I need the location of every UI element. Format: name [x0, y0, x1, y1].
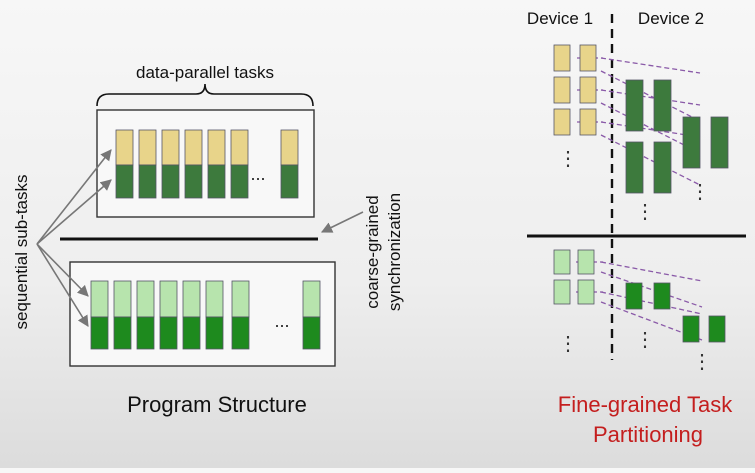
device1-task	[553, 76, 571, 104]
task-bar-top	[115, 129, 134, 166]
task-bar-bottom	[115, 164, 134, 199]
fine-grained-caption-line2: Partitioning	[593, 422, 703, 447]
lower-task-box	[69, 261, 336, 367]
subtask-arrow	[36, 179, 112, 245]
task-bar-bottom	[90, 316, 109, 350]
vertical-ellipsis: ⋮	[692, 351, 712, 373]
device2-task	[625, 282, 643, 310]
device1-task	[579, 108, 597, 136]
task-bar-bottom	[230, 164, 249, 199]
device-partition-upper	[553, 44, 729, 194]
task-bar-bottom	[161, 164, 180, 199]
task-bar-bottom	[207, 164, 226, 199]
device1-task	[577, 249, 595, 275]
task-bar-bottom	[113, 316, 132, 350]
device1-task	[553, 44, 571, 72]
task-bar-top	[184, 129, 203, 166]
device1-task	[553, 108, 571, 136]
upper-ellipsis: ...	[250, 164, 265, 184]
task-bar-bottom	[280, 164, 299, 199]
brace-label: data-parallel tasks	[136, 63, 274, 82]
subtask-arrows	[36, 149, 112, 327]
task-bar-top	[207, 129, 226, 166]
subtask-arrow	[36, 243, 89, 297]
device2-task	[653, 141, 672, 194]
task-bar-top	[159, 280, 178, 318]
vertical-ellipsis: ⋮	[690, 181, 710, 203]
vertical-ellipsis: ⋮	[635, 201, 655, 223]
lower-task-bars	[90, 280, 321, 350]
dashed-link	[600, 271, 703, 308]
device-partition-lower	[553, 249, 726, 343]
vertical-ellipsis: ⋮	[635, 329, 655, 351]
subtask-arrow	[36, 243, 89, 327]
dashed-link	[600, 291, 703, 315]
task-bar-top	[138, 129, 157, 166]
sync-label-line1: coarse-grained	[363, 195, 382, 308]
task-bar-top	[182, 280, 201, 318]
device2-task	[710, 116, 729, 169]
device1-label: Device 1	[527, 9, 593, 28]
dashed-link	[600, 57, 701, 74]
dashed-link	[600, 134, 701, 186]
task-bar-bottom	[136, 316, 155, 350]
dashed-link	[600, 70, 701, 122]
dashed-link	[600, 89, 701, 106]
fine-grained-caption-line1: Fine-grained Task	[558, 392, 733, 417]
task-bar-top	[90, 280, 109, 318]
curly-brace	[96, 83, 314, 107]
task-bar-top	[280, 129, 299, 166]
device1-task	[579, 44, 597, 72]
lower-ellipsis: ...	[274, 311, 289, 331]
task-bar-bottom	[184, 164, 203, 199]
task-bar-bottom	[205, 316, 224, 350]
sync-label-line2: synchronization	[385, 193, 404, 311]
task-bar-bottom	[159, 316, 178, 350]
program-structure-caption: Program Structure	[127, 392, 307, 417]
task-bar-bottom	[302, 316, 321, 350]
task-bar-top	[231, 280, 250, 318]
sequential-subtasks-label: sequential sub-tasks	[12, 175, 31, 330]
device2-task	[625, 141, 644, 194]
task-bar-top	[230, 129, 249, 166]
upper-task-bars	[115, 129, 299, 199]
device2-task	[653, 282, 671, 310]
task-bar-bottom	[138, 164, 157, 199]
task-bar-top	[113, 280, 132, 318]
device2-label: Device 2	[638, 9, 704, 28]
task-bar-top	[161, 129, 180, 166]
task-bar-top	[205, 280, 224, 318]
task-bar-top	[302, 280, 321, 318]
task-bar-bottom	[182, 316, 201, 350]
device1-task	[553, 279, 571, 305]
device2-task	[708, 315, 726, 343]
device2-task	[653, 79, 672, 132]
dashed-link	[600, 261, 703, 282]
device1-task	[579, 76, 597, 104]
task-bar-top	[136, 280, 155, 318]
device1-task	[553, 249, 571, 275]
device2-task	[682, 315, 700, 343]
device2-task	[625, 79, 644, 132]
task-bar-bottom	[231, 316, 250, 350]
device1-task	[577, 279, 595, 305]
vertical-ellipsis: ⋮	[558, 148, 578, 170]
sync-arrow	[320, 211, 364, 233]
vertical-ellipsis: ⋮	[558, 333, 578, 355]
device2-task	[682, 116, 701, 169]
subtask-arrow	[36, 149, 112, 245]
